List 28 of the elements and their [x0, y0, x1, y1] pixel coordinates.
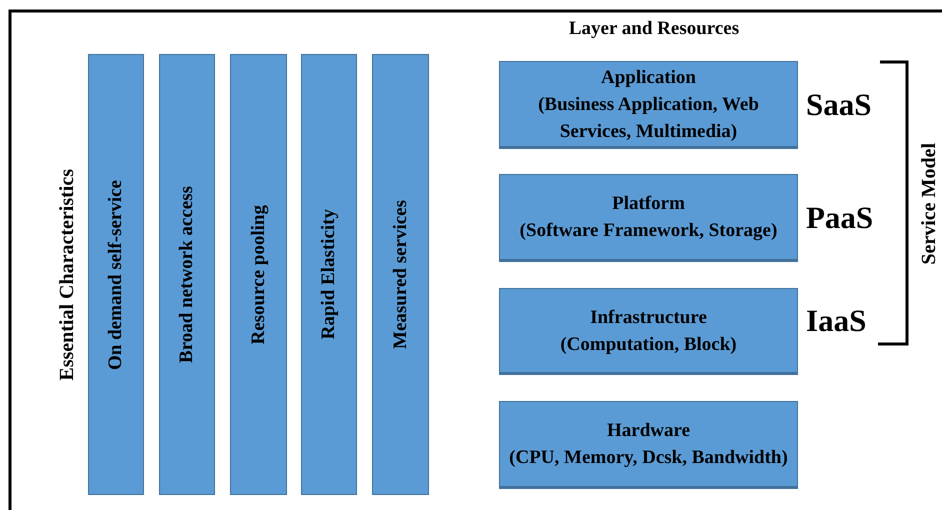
- layer-description: (Computation, Block): [560, 332, 737, 356]
- service-model-label: SaaS: [806, 87, 872, 123]
- diagram-title: Layer and Resources: [568, 18, 740, 40]
- service-model-label: IaaS: [806, 303, 866, 339]
- layer-heading: Infrastructure: [590, 306, 707, 330]
- bracket-label: Service Model: [918, 142, 940, 264]
- layer-box: [499, 61, 798, 149]
- axis-heading: Essential Characteristics: [56, 168, 78, 380]
- layer-box: [499, 401, 798, 489]
- layer-heading: Platform: [612, 192, 685, 216]
- bar-label: Rapid Elasticity: [318, 209, 340, 340]
- characteristic-bar: [372, 54, 429, 495]
- bar-label: Resource pooling: [248, 204, 270, 344]
- characteristic-bar: [159, 54, 215, 495]
- characteristic-bar: [88, 54, 144, 495]
- bar-label: On demand self-service: [105, 180, 127, 370]
- service-model-label: PaaS: [806, 200, 874, 236]
- layer-box: [499, 174, 798, 262]
- bar-label: Measured services: [390, 200, 412, 349]
- layer-description: (Business Application, Web Services, Multimedia): [537, 92, 760, 144]
- characteristic-bar: [301, 54, 357, 495]
- layer-box: [499, 288, 798, 375]
- layer-description: (Software Framework, Storage): [520, 219, 778, 243]
- characteristic-bar: [230, 54, 287, 495]
- layer-description: (CPU, Memory, Dcsk, Bandwidth): [509, 446, 788, 470]
- bar-label: Broad network access: [176, 186, 198, 363]
- layer-heading: Hardware: [606, 419, 690, 443]
- layer-heading: Application: [600, 66, 696, 90]
